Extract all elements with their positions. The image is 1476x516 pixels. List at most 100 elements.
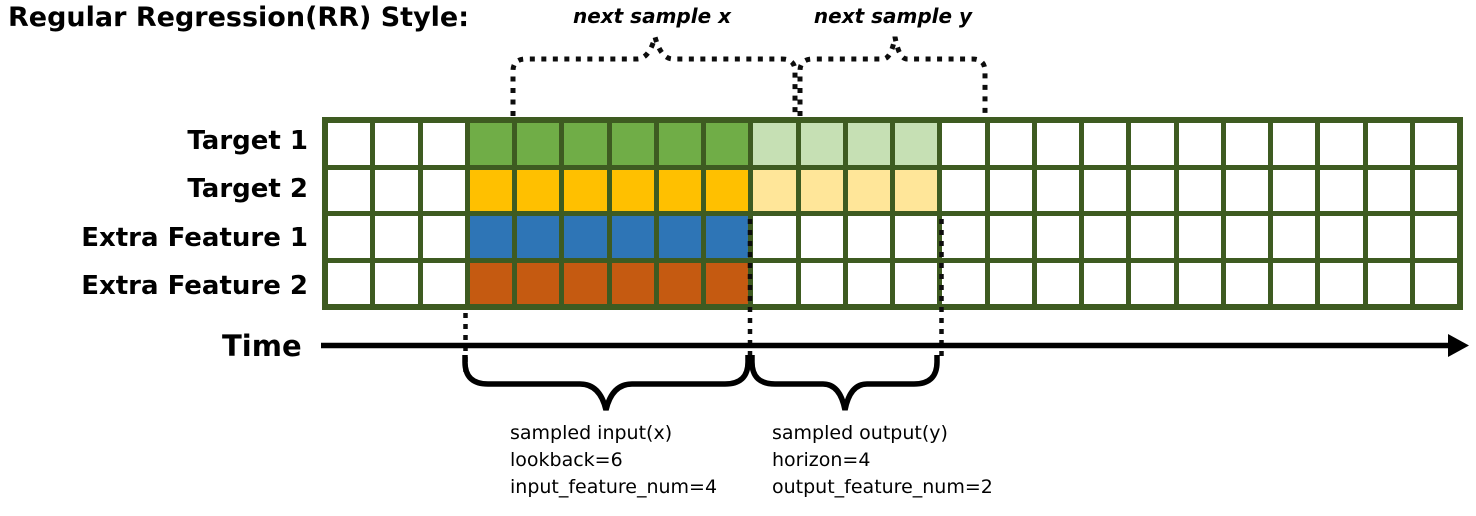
- grid-cell: [1367, 123, 1410, 165]
- sampled-output-title: sampled output(y): [772, 422, 948, 444]
- grid-cell: [564, 169, 607, 211]
- grid-cell: [1273, 123, 1316, 165]
- grid-cell: [800, 262, 843, 304]
- grid-cell: [422, 262, 465, 304]
- row-label-extra-feature-1: Extra Feature 1: [81, 223, 308, 253]
- grid-cell: [328, 169, 371, 211]
- grid-cell: [1320, 216, 1363, 258]
- lookback-value: lookback=6: [510, 449, 623, 471]
- grid-cell: [847, 123, 890, 165]
- grid-cell: [895, 123, 938, 165]
- grid-cell: [1414, 216, 1457, 258]
- grid-cell: [800, 123, 843, 165]
- grid-cell: [1084, 262, 1127, 304]
- grid-cell: [753, 262, 796, 304]
- grid-cell: [1273, 216, 1316, 258]
- grid-cell: [611, 216, 654, 258]
- horizon-value: horizon=4: [772, 449, 871, 471]
- sampled-input-title: sampled input(x): [510, 422, 673, 444]
- sample-grid: [322, 117, 1463, 310]
- grid-cell: [375, 169, 418, 211]
- grid-cell: [1036, 262, 1079, 304]
- grid-cell: [375, 123, 418, 165]
- grid-cell: [1178, 123, 1221, 165]
- grid-cell: [847, 262, 890, 304]
- sampled-input-brace: [462, 355, 751, 411]
- grid-cell: [1084, 216, 1127, 258]
- grid-cell: [564, 216, 607, 258]
- grid-cell: [895, 216, 938, 258]
- grid-cell: [706, 169, 749, 211]
- row-label-target-2: Target 2: [187, 174, 308, 204]
- grid-cell: [706, 123, 749, 165]
- grid-cell: [942, 123, 985, 165]
- grid-cell: [564, 262, 607, 304]
- grid-cell: [1131, 123, 1174, 165]
- grid-cell: [942, 216, 985, 258]
- grid-cell: [517, 169, 560, 211]
- grid-cell: [1131, 169, 1174, 211]
- grid-cell: [847, 169, 890, 211]
- grid-cell: [1320, 262, 1363, 304]
- grid-cell: [469, 169, 512, 211]
- grid-cell: [658, 262, 701, 304]
- grid-cell: [1036, 216, 1079, 258]
- grid-cell: [895, 169, 938, 211]
- grid-cell: [847, 216, 890, 258]
- grid-cell: [1225, 169, 1268, 211]
- grid-cell: [611, 262, 654, 304]
- grid-cell: [517, 216, 560, 258]
- grid-cell: [1320, 169, 1363, 211]
- grid-cell: [1131, 216, 1174, 258]
- grid-cell: [1131, 262, 1174, 304]
- grid-cell: [1273, 262, 1316, 304]
- grid-cell: [1414, 262, 1457, 304]
- sampled-output-brace: [749, 355, 940, 411]
- input-feature-num: input_feature_num=4: [510, 476, 718, 498]
- grid-cell: [469, 216, 512, 258]
- sampled-output-annotation: sampled output(y) horizon=4 output_featu…: [772, 420, 993, 501]
- diagram-title: Regular Regression(RR) Style:: [8, 2, 470, 33]
- grid-cell: [989, 123, 1032, 165]
- grid-cell: [800, 216, 843, 258]
- grid-cell: [1178, 262, 1221, 304]
- grid-cell: [753, 123, 796, 165]
- grid-cell: [895, 262, 938, 304]
- grid-cell: [1084, 123, 1127, 165]
- grid-cell: [517, 123, 560, 165]
- output-feature-num: output_feature_num=2: [772, 476, 993, 498]
- grid-cell: [706, 216, 749, 258]
- grid-cell: [1414, 123, 1457, 165]
- grid-cell: [1084, 169, 1127, 211]
- next-sample-x-label: next sample x: [572, 4, 732, 28]
- grid-cell: [1178, 216, 1221, 258]
- grid-cell: [1225, 262, 1268, 304]
- grid-cell: [469, 262, 512, 304]
- grid-cell: [328, 262, 371, 304]
- time-axis-label: Time: [222, 329, 302, 363]
- grid-cell: [611, 123, 654, 165]
- grid-cell: [1367, 262, 1410, 304]
- grid-cell: [753, 169, 796, 211]
- grid-cell: [1414, 169, 1457, 211]
- grid-cell: [989, 169, 1032, 211]
- grid-cell: [1178, 169, 1221, 211]
- grid-cell: [800, 169, 843, 211]
- grid-cell: [1367, 169, 1410, 211]
- grid-cell: [1036, 123, 1079, 165]
- row-label-target-1: Target 1: [187, 126, 308, 156]
- grid-cell: [375, 216, 418, 258]
- grid-cell: [658, 216, 701, 258]
- grid-cell: [989, 216, 1032, 258]
- grid-cell: [1320, 123, 1363, 165]
- grid-cell: [422, 216, 465, 258]
- grid-cell: [942, 262, 985, 304]
- next-sample-y-brace: [797, 36, 988, 116]
- grid-cell: [1225, 216, 1268, 258]
- grid-cell: [1225, 123, 1268, 165]
- grid-cell: [422, 169, 465, 211]
- grid-cell: [753, 216, 796, 258]
- grid-cell: [1273, 169, 1316, 211]
- next-sample-y-label: next sample y: [813, 4, 973, 28]
